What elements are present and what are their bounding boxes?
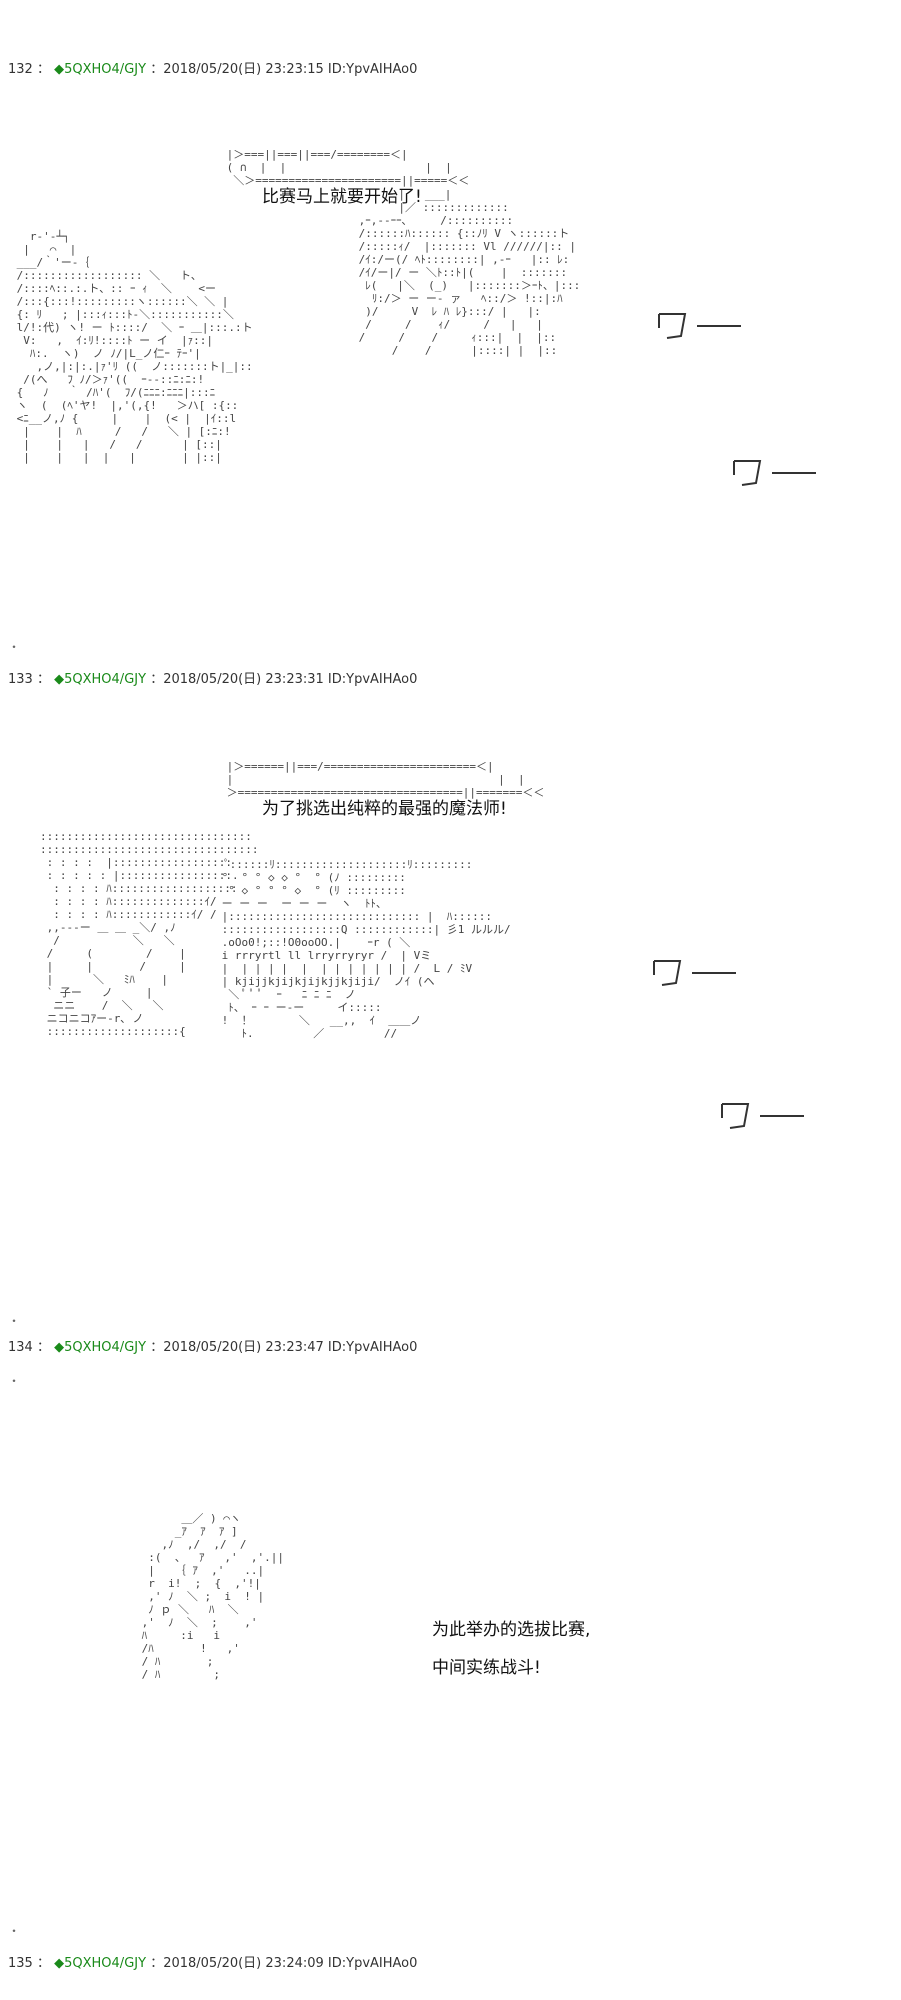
post-header-135: 135 ： ◆5QXHO4/GJY ：2018/05/20(日) 23:24:0… bbox=[8, 1956, 417, 1972]
art-figure-left-133: :::::::::::::::::::::::::::::::: :::::::… bbox=[40, 830, 259, 1038]
post-number: 133 bbox=[8, 672, 33, 687]
art-banner-133: |＞======||===/=======================＜| … bbox=[226, 760, 545, 799]
banner-caption-133: 为了挑选出纯粹的最强的魔法师! bbox=[262, 799, 507, 819]
post-date: ：2018/05/20(日) 23:23:47 ID:YpvAIHAo0 bbox=[150, 1340, 418, 1355]
speech-text-134: 为此举办的选拔比赛, 中间实练战斗! bbox=[432, 1618, 590, 1680]
post-header-132: 132 ： ◆5QXHO4/GJY ：2018/05/20(日) 23:23:1… bbox=[8, 62, 417, 78]
post-date: ：2018/05/20(日) 23:24:09 ID:YpvAIHAo0 bbox=[150, 1956, 418, 1971]
post-trip[interactable]: ◆5QXHO4/GJY bbox=[54, 1956, 147, 1971]
wa-sound-effect-icon bbox=[650, 955, 740, 991]
post-sep: ： bbox=[36, 1340, 50, 1355]
art-character-left-132: r‐'‐┴┐ | ⌒ | ___/｀'ー-｛ /::::::::::::::::… bbox=[16, 230, 253, 464]
post-sep: ： bbox=[36, 1956, 50, 1971]
wa-sound-effect-icon bbox=[718, 1098, 808, 1134]
art-figure-center-133: ﾟ::::::ﾘ::::::::::::::::::::ﾘ::::::::: °… bbox=[221, 858, 511, 1040]
separator-dot: ・ bbox=[8, 1314, 21, 1328]
post-sep: ： bbox=[36, 62, 50, 77]
wa-sound-effect-icon bbox=[730, 455, 820, 491]
post-date: ：2018/05/20(日) 23:23:15 ID:YpvAIHAo0 bbox=[150, 62, 418, 77]
wa-sound-effect-icon bbox=[655, 308, 745, 344]
separator-dot: ・ bbox=[8, 1374, 21, 1388]
speech-line: 为此举办的选拔比赛, bbox=[432, 1620, 591, 1640]
art-character-right-132: | ___| |／ ::::::::::::: ,ｰ,-‐ｰｰ､ /::::::… bbox=[358, 188, 581, 357]
post-trip[interactable]: ◆5QXHO4/GJY bbox=[54, 62, 147, 77]
post-date: ：2018/05/20(日) 23:23:31 ID:YpvAIHAo0 bbox=[150, 672, 418, 687]
post-trip[interactable]: ◆5QXHO4/GJY bbox=[54, 672, 147, 687]
post-number: 134 bbox=[8, 1340, 33, 1355]
art-banner-132: |＞===||===||===/========＜| ( ∩ | | | | ＼… bbox=[226, 148, 470, 187]
post-sep: ： bbox=[36, 672, 50, 687]
post-trip[interactable]: ◆5QXHO4/GJY bbox=[54, 1340, 147, 1355]
separator-dot: ・ bbox=[8, 1924, 21, 1938]
separator-dot: ・ bbox=[8, 640, 21, 654]
speech-line: 中间实练战斗! bbox=[432, 1658, 541, 1678]
post-number: 132 bbox=[8, 62, 33, 77]
banner-caption-132: 比赛马上就要开始了! bbox=[262, 187, 422, 207]
post-header-133: 133 ： ◆5QXHO4/GJY ：2018/05/20(日) 23:23:3… bbox=[8, 672, 417, 688]
art-hand-134: ＿／ ) ⌒ヽ _ｱ ｱ ｱ ] ,ﾉ ,/ ,/ / :( 、 ｱ ,' ,'… bbox=[141, 1512, 284, 1681]
post-number: 135 bbox=[8, 1956, 33, 1971]
post-header-134: 134 ： ◆5QXHO4/GJY ：2018/05/20(日) 23:23:4… bbox=[8, 1340, 417, 1356]
